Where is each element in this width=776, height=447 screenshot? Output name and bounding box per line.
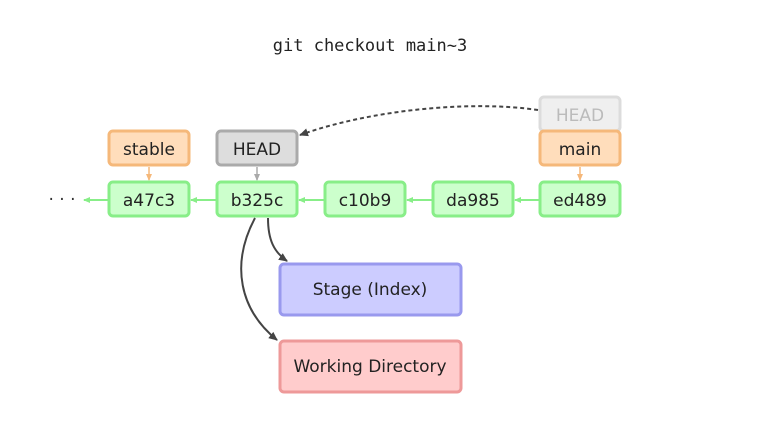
ref-head-label: HEAD <box>233 140 281 160</box>
arrow-b325c-to-working <box>240 217 278 341</box>
commit-node: c10b9 <box>323 180 407 218</box>
ref-main-label: main <box>559 140 601 160</box>
history-ellipsis: · · · <box>48 190 75 210</box>
commit-id: c10b9 <box>339 191 392 211</box>
arrow-head-move-dashed <box>299 105 539 137</box>
commit-id: da985 <box>446 191 500 211</box>
working-directory-label: Working Directory <box>293 357 446 377</box>
commit-id: b325c <box>231 191 284 211</box>
commit-id: ed489 <box>553 191 607 211</box>
commit-node: da985 <box>431 180 515 218</box>
arrow-b325c-to-stage <box>267 217 288 262</box>
commit-node: ed489 <box>538 180 622 218</box>
ref-old-head-label: HEAD <box>556 106 604 126</box>
ref-head: HEAD <box>215 129 299 167</box>
ref-main: main <box>538 129 622 167</box>
commit-node: b325c <box>215 180 299 218</box>
ref-stable-label: stable <box>123 140 175 160</box>
ref-old-head: HEAD <box>538 95 622 133</box>
stage-index-box: Stage (Index) <box>278 262 463 317</box>
commit-id: a47c3 <box>123 191 175 211</box>
working-directory-box: Working Directory <box>278 339 463 394</box>
ref-stable: stable <box>107 129 191 167</box>
command-title: git checkout main~3 <box>273 36 467 56</box>
commit-node: a47c3 <box>107 180 191 218</box>
stage-index-label: Stage (Index) <box>313 280 428 300</box>
